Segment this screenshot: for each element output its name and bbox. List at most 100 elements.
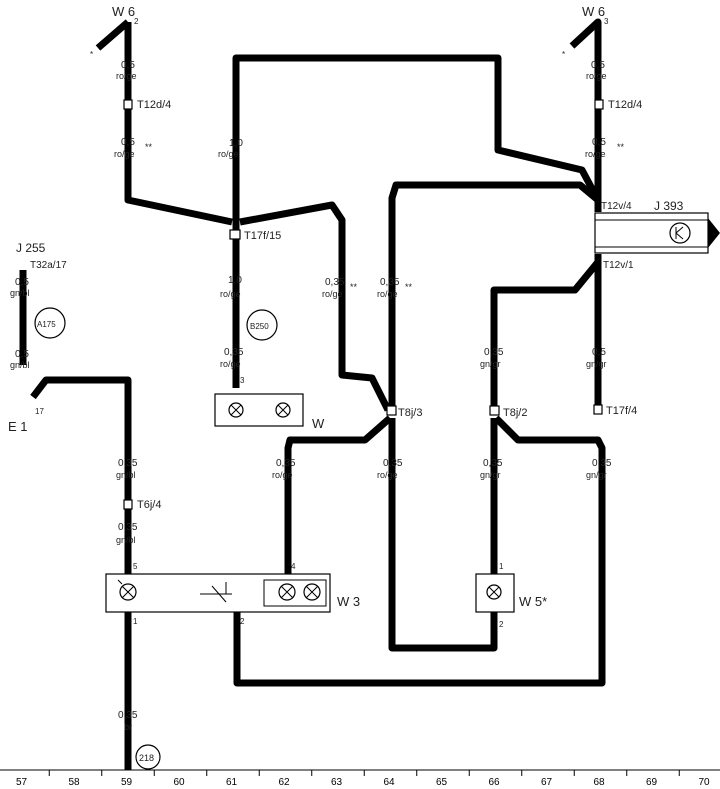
wire-top-loop [232,54,602,222]
w3-pin-5: 5 [133,562,138,571]
scale-label: 60 [174,777,186,788]
wire-t12v1-branch [490,259,601,410]
wire-color: gn/bl [116,535,136,545]
continuation-arrow-icon [708,218,720,248]
wire-gauge: 0,35 [118,458,138,469]
star-mark: * [562,50,565,59]
wire-gauge: 0,35 [325,277,345,288]
connector-markers [123,99,604,510]
wire-paths [19,18,606,770]
w5-pin-1: 1 [499,562,504,571]
wire-gauge: 0,35 [224,347,244,358]
j393-label: J 393 [654,199,684,213]
w5-label: W 5* [519,594,547,609]
wire-gauge: 0,35 [484,347,504,358]
w6-left-pin: 2 [134,17,139,26]
connector-t12d4-right: T12d/4 [608,99,642,111]
connector-t8j3: T8j/3 [398,407,422,419]
e1-pin: 17 [35,407,44,416]
connector-t12v4: T12v/4 [601,201,632,212]
wire-t8j3-down [388,418,498,652]
ref-b250-label: B250 [250,322,269,331]
wire-w6-left-feed [95,19,233,226]
scale-label: 63 [331,777,343,788]
w3-label: W 3 [337,594,360,609]
wire-gauge: 0,5 [121,60,135,71]
wire-gauge: 0,5 [15,349,29,360]
wire-gauge: 0,5 [592,137,606,148]
ground-ref-label: 218 [139,753,154,763]
connector-t12v1: T12v/1 [603,260,634,271]
lamp-w-pin: 3 [240,376,245,385]
j255-label: J 255 [16,241,46,255]
wire-t8j3-left [284,415,393,574]
wire-gauge: 0,5 [591,60,605,71]
reference-circles [34,307,278,770]
wire-e1-w3 [30,376,132,574]
wire-color: gn/bl [10,360,30,370]
scale-label: 68 [594,777,606,788]
wire-w6-right-feed [569,18,602,212]
scale-label: 67 [541,777,553,788]
double-star-mark: ** [145,142,153,152]
connector-t32a17: T32a/17 [30,260,67,271]
w3-assembly [105,573,331,613]
wire-color: ro/ge [377,470,398,480]
wire-color: ro/ge [220,359,241,369]
scale-label: 64 [384,777,396,788]
connector-t6j4: T6j/4 [137,499,161,511]
wire-junction-t8j3 [239,201,392,412]
connector-t17f15: T17f/15 [244,230,281,242]
wire-j393-center [388,181,601,410]
relay-coil-icon [669,222,691,244]
j393-unit [594,212,720,254]
w3-pin-4: 4 [291,562,296,571]
double-star-mark: ** [350,282,358,292]
wire-color: gn/gr [480,470,501,480]
wire-gauge: 0,35 [592,458,612,469]
scale-label: 65 [436,777,448,788]
wire-gauge: 0,35 [380,277,400,288]
w3-pin-1: 1 [133,617,138,626]
scale-label: 62 [279,777,291,788]
w5-pin-2: 2 [499,620,504,629]
scale-label: 66 [489,777,501,788]
w6-left-label: W 6 [112,4,135,19]
wire-color: gn/bl [116,470,136,480]
scale-label: 59 [121,777,133,788]
wire-gauge: 0,5 [15,277,29,288]
double-star-mark: ** [617,142,625,152]
wire-gauge: 0,35 [276,458,296,469]
w3-pin-2: 2 [240,617,245,626]
wire-color: br [124,722,132,732]
wire-gauge: 1,0 [229,138,243,149]
wire-color: gn/gr [586,470,607,480]
scale-label: 58 [69,777,81,788]
scale-label: 57 [16,777,28,788]
scale-label: 69 [646,777,658,788]
ground-reference [135,744,161,770]
wire-color: ro/ge [116,71,137,81]
wire-color: ro/ge [586,71,607,81]
ref-a175-label: A175 [37,320,56,329]
connector-t17f4: T17f/4 [606,405,637,417]
e1-label: E 1 [8,419,28,434]
wire-gauge: 0,35 [483,458,503,469]
star-mark: * [90,50,93,59]
double-star-mark: ** [405,282,413,292]
wire-color: gn/gr [480,359,501,369]
wire-color: ro/ge [322,289,343,299]
wire-color: gn/gr [586,359,607,369]
wire-color: ro/ge [218,149,239,159]
wire-color: gn/bl [10,288,30,298]
wire-gauge: 1,0 [228,275,242,286]
w5-lamp [475,573,515,613]
w6-right-pin: 3 [604,17,609,26]
wire-color: ro/ge [585,149,606,159]
wire-color: ro/ge [220,289,241,299]
wire-color: ro/ge [114,149,135,159]
connector-t8j2: T8j/2 [503,407,527,419]
wire-gauge: 0,35 [383,458,403,469]
